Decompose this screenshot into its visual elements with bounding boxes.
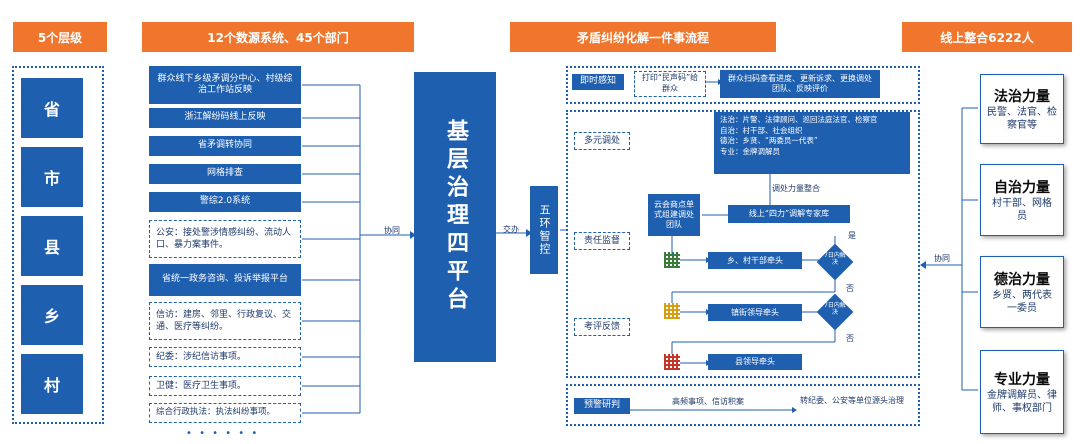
force-desc: 民警、法官、检察官等	[987, 106, 1057, 132]
realtime-label: 即时感知	[572, 74, 624, 90]
supervise-label: 责任监督	[574, 232, 630, 250]
source-connectors	[302, 84, 416, 414]
source-health: 卫健：医疗卫生事项。	[149, 376, 301, 396]
realtime-print-code: 打印“民声码”给群众	[634, 71, 706, 97]
step-county-leader: 县领导牵头	[708, 354, 802, 370]
source-zhejiang-code: 浙江解纷码线上反映	[149, 108, 301, 128]
source-discipline: 纪委：涉纪信访事项。	[149, 347, 301, 367]
label-xiezhu-left: 协同	[384, 226, 400, 235]
decision-text-2: 7日内解决	[824, 302, 846, 316]
platform-to-wuhuan-arrow	[496, 229, 532, 237]
wuhuan-zhikong: 五环智控	[530, 186, 558, 274]
source-offline: 群众线下乡级矛调分中心、村级综治工作站反映	[149, 66, 301, 104]
process-panel	[566, 110, 920, 378]
force-desc: 村干部、网格员	[992, 197, 1052, 223]
multi-line-rule-of-law: 法治：片警、法律顾问、巡回法庭法官、检察官	[720, 115, 878, 124]
levels-panel	[12, 66, 104, 424]
multi-mediation-label: 多元调处	[574, 132, 630, 150]
force-connectors	[920, 107, 978, 391]
source-province-transfer: 省矛调转协同	[149, 136, 301, 156]
step-village-cadre: 乡、村干部牵头	[708, 252, 802, 269]
source-public-security: 公安：接处警涉情感纠纷、流动人口、暴力案事件。	[149, 220, 301, 258]
cloud-consult: 云会商点单式组建调处团队	[648, 194, 700, 236]
source-grid: 网格排查	[149, 164, 301, 184]
warning-text: 高频事项、信访积案	[672, 397, 744, 406]
assess-label: 考评反馈	[574, 318, 630, 336]
header-systems: 12个数源系统、45个部门	[142, 22, 414, 52]
force-title: 德治力量	[994, 271, 1050, 288]
level-county: 县	[21, 216, 83, 276]
multi-line-morality: 德治：乡贤、“两委员一代表”	[720, 136, 818, 145]
force-title: 自治力量	[994, 179, 1050, 196]
label-yes: 是	[848, 231, 856, 240]
level-city: 市	[21, 147, 83, 207]
force-desc: 金牌调解员、律师、事权部门	[987, 389, 1057, 415]
label-no-1: 否	[846, 284, 854, 293]
force-professional: 专业力量 金牌调解员、律师、事权部门	[980, 350, 1064, 434]
label-jiaoban: 交办	[503, 225, 519, 234]
multi-line-autonomy: 自治：村干部、社会组织	[720, 125, 803, 135]
realtime-scan: 群众扫码查看进度、更新诉求、更换调处团队、反映评价	[720, 70, 880, 98]
multi-mediation-detail: 法治：片警、法律顾问、巡回法庭法官、检察官 自治：村干部、社会组织 德治：乡贤、…	[714, 112, 910, 174]
force-desc: 乡贤、两代表一委员	[992, 289, 1052, 315]
qr-green-icon	[664, 252, 680, 268]
grassroots-platform: 基层治理四平台	[414, 72, 496, 362]
warning-panel	[566, 384, 920, 426]
header-process: 矛盾纠纷化解一件事流程	[510, 22, 776, 52]
source-law-enforcement: 综合行政执法：执法纠纷事项。	[149, 403, 301, 423]
warning-result: 转纪委、公安等单位源头治理	[800, 396, 904, 405]
force-title: 专业力量	[994, 371, 1050, 388]
more-dots: • • • • • •	[186, 428, 260, 439]
header-levels: 5个层级	[13, 22, 107, 52]
qr-red-icon	[664, 354, 680, 370]
force-autonomy: 自治力量 村干部、网格员	[980, 164, 1064, 236]
label-integrate: 调处力量整合	[772, 184, 820, 193]
realtime-panel	[566, 66, 920, 104]
force-morality: 德治力量 乡贤、两代表一委员	[980, 256, 1064, 328]
qr-yellow-icon	[664, 303, 680, 319]
warning-label: 预警研判	[574, 398, 630, 414]
level-village: 村	[21, 354, 83, 414]
level-township: 乡	[21, 285, 83, 345]
source-petition: 信访：建房、邻里、行政复议、交通、医疗等纠纷。	[149, 302, 301, 340]
decision-text-1: 7日内解决	[824, 252, 846, 266]
force-title: 法治力量	[994, 88, 1050, 105]
header-online: 线上整合6222人	[902, 22, 1072, 52]
force-rule-of-law: 法治力量 民警、法官、检察官等	[980, 74, 1064, 144]
multi-line-professional: 专业：金牌调解员	[720, 146, 780, 156]
process-connectors	[560, 79, 836, 413]
source-police-system: 警综2.0系统	[149, 192, 301, 212]
label-xiezhu-right: 协同	[934, 254, 950, 263]
level-province: 省	[21, 78, 83, 138]
expert-library: 线上“四力”调解专家库	[728, 205, 850, 223]
source-gov-hotline: 省统一政务咨询、投诉举报平台	[149, 264, 301, 296]
label-no-2: 否	[846, 334, 854, 343]
step-town-leader: 镇街领导牵头	[708, 304, 802, 321]
